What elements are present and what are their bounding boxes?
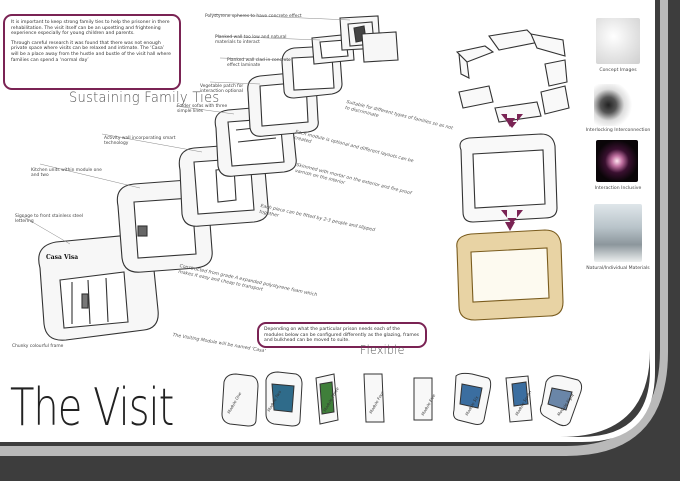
caption-natural: Natural/Individual Materials — [586, 266, 650, 271]
flexible-title: Flexible — [360, 343, 405, 358]
intro-paragraph: Through careful research it was found th… — [11, 40, 171, 63]
note-planked-low: Planked wall too low and natural materia… — [215, 35, 287, 46]
note-vegetable: Vegetable patch for interaction optional — [200, 84, 244, 95]
concept-image-thumb — [596, 18, 640, 64]
note-planked-clad: Planked wall clad in concrete effect lam… — [227, 58, 291, 69]
note-folder-sofas: Folder sofas with three simple lines — [177, 104, 228, 115]
casa-sign-text: Casa Visa — [46, 254, 79, 261]
note-kitchen: Kitchen units within module one and two — [31, 168, 102, 179]
intro-paragraph: It is important to keep strong family ti… — [11, 20, 170, 37]
caption-interlocking: Interlocking Interconnection — [585, 128, 651, 133]
flexible-module-sketches — [455, 29, 570, 321]
natural-image-thumb — [594, 204, 642, 262]
note-activity-wall: Activity wall incorporating smart techno… — [104, 136, 176, 147]
module-variants-row — [221, 371, 583, 427]
arrow-down-icon — [505, 222, 515, 231]
note-spheres: Polystyrene spheres to have concrete eff… — [205, 14, 302, 19]
sustaining-title: Sustaining Family Ties — [69, 90, 220, 107]
caption-concept: Concept Images — [599, 68, 637, 73]
exploded-modules-drawing — [21, 13, 399, 341]
note-signage: Signage to front stainless steel letteri… — [15, 214, 84, 225]
interlocking-image-thumb — [594, 84, 642, 126]
caption-interaction: Interaction Inclusive — [594, 186, 642, 191]
arrow-down-icon — [505, 118, 515, 127]
flexible-note-box: Depending on what the particular prison … — [257, 322, 427, 348]
intro-box: It is important to keep strong family ti… — [3, 14, 181, 90]
note-frame: Chunky colourful frame — [12, 344, 64, 349]
interaction-image-thumb — [596, 140, 638, 182]
page-title: The Visit — [10, 378, 174, 438]
